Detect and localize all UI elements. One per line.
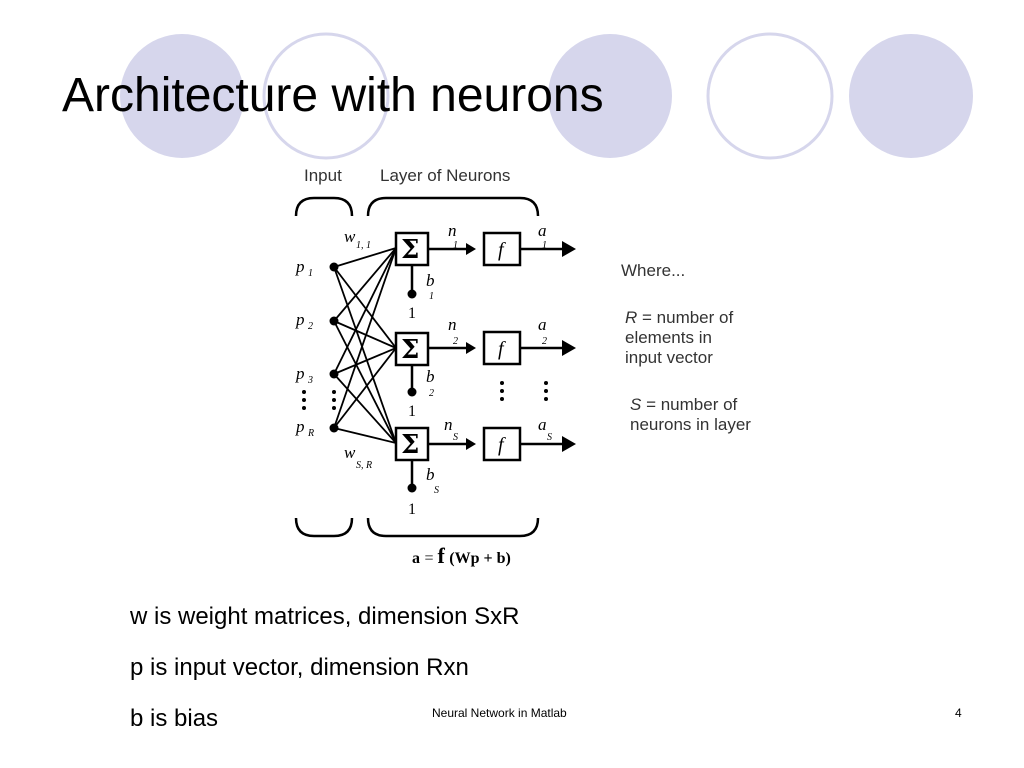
bias-input-one: 1 [408,501,416,518]
input-bracket-bottom [294,517,354,538]
footer-text: Neural Network in Matlab [432,706,567,720]
input-label-sub: 2 [308,321,313,332]
bias-sub: S [434,485,439,496]
equation-a: a [412,550,420,567]
bullet-input-vector: p is input vector, dimension Rxn [130,654,469,681]
net-input-sub: S [453,432,458,443]
bias-label: b [426,271,435,290]
net-input-sub: 2 [453,336,458,347]
input-label-sub: R [307,428,314,439]
equation-f: f [437,543,445,568]
decor-circle-filled [120,34,244,158]
page-number: 4 [955,706,962,720]
input-label: p [295,417,305,436]
input-label-sub: 1 [308,268,313,279]
summation-box [394,231,430,267]
output-sub: 2 [542,336,547,347]
decor-circle-filled [849,34,973,158]
output-sub: S [547,432,552,443]
legend-r-line3: input vector [625,348,713,367]
legend-r-text: = number of [637,308,733,327]
legend-r-line2: elements in [625,328,712,347]
bias-node [407,289,417,299]
output-label: a [538,221,547,240]
input-label-sub: 3 [307,375,313,386]
summation-box [394,426,430,462]
decor-circle-outline [706,32,834,160]
decorative-circles [120,32,973,160]
input-ellipsis [302,390,336,410]
sigma-symbol: Σ [401,430,419,460]
output-label: a [538,315,547,334]
legend-s-text: = number of [641,395,737,414]
decor-circle-outline [262,32,390,160]
net-input-label: n [448,315,457,334]
input-label: p [295,257,305,276]
weight-label-bottom: w [344,443,356,462]
transfer-symbol: f [498,434,506,456]
bias-input-one: 1 [408,403,416,420]
layer-bracket-bottom [366,517,540,538]
neuron-ellipsis [500,381,548,401]
bias-label: b [426,465,435,484]
layer-bracket-top [366,196,540,217]
equation-rest: (Wp + b) [449,550,511,567]
bullet-weights: w is weight matrices, dimension SxR [130,603,520,630]
legend-r-line1: R = number of [625,308,733,327]
layer-equation: a = f (Wp + b) [412,543,511,568]
net-input-sub: 1 [453,240,458,251]
neuron-1: Σ n 1 f a 1 b 1 1 [394,221,576,322]
legend-s-symbol: S [630,395,642,414]
net-input-label: n [448,221,457,240]
weight-label-top-sub: 1, 1 [356,240,371,251]
bias-node [407,387,417,397]
net-input-label: n [444,415,453,434]
bias-node [407,483,417,493]
legend-where: Where... [621,261,685,280]
weight-label-top: w [344,227,356,246]
legend-s-line1: S = number of [630,395,738,414]
slide-title: Architecture with neurons [62,69,604,122]
bias-input-one: 1 [408,305,416,322]
input-label: p [295,364,305,383]
bias-label: b [426,367,435,386]
transfer-symbol: f [498,338,506,360]
output-sub: 1 [542,240,547,251]
weight-connections [333,247,397,444]
neuron-layer-diagram: Input Layer of Neurons p 1 p 2 p 3 p R w… [294,166,751,568]
bullet-bias: b is bias [130,705,219,732]
bias-sub: 1 [429,291,434,302]
decor-circle-filled [548,34,672,158]
transfer-box [482,330,522,366]
sigma-symbol: Σ [401,235,419,265]
legend-s-line2: neurons in layer [630,415,751,434]
neuron-2: Σ n 2 f a 2 b 2 1 [394,315,576,420]
bias-sub: 2 [429,388,434,399]
legend-r-symbol: R [625,308,637,327]
input-header: Input [304,166,342,185]
transfer-symbol: f [498,239,506,261]
neuron-s: Σ n S f a S b S 1 [394,415,576,518]
layer-header: Layer of Neurons [380,166,510,185]
input-label: p [295,310,305,329]
input-bracket-top [294,196,354,217]
bullet-list: w is weight matrices, dimension SxR p is… [130,604,519,757]
weight-label-bottom-sub: S, R [356,460,372,471]
equation-eq: = [424,550,437,567]
sigma-symbol: Σ [401,335,419,365]
output-label: a [538,415,547,434]
